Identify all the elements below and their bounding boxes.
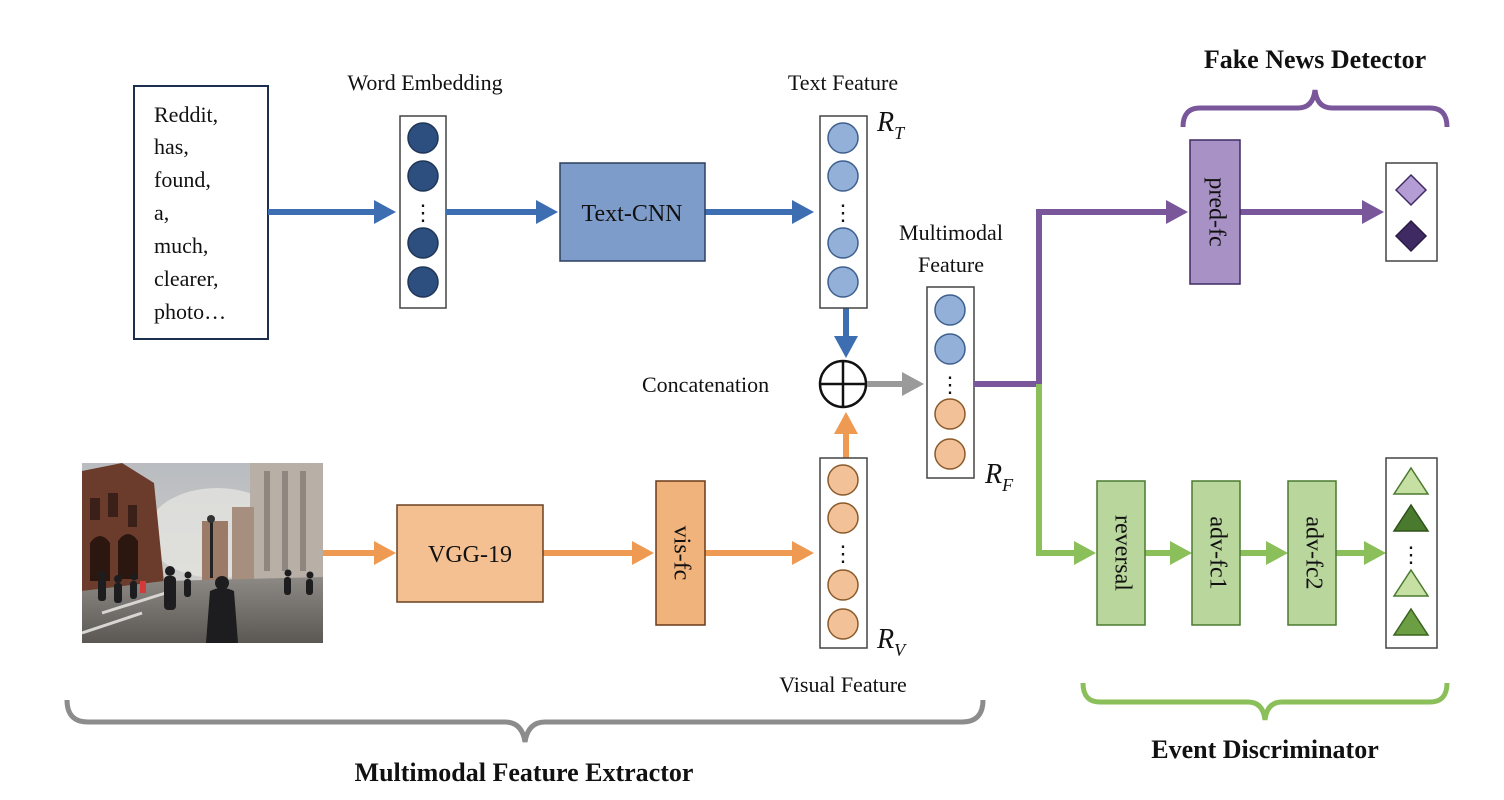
- output-diamond-dark: [1394, 219, 1428, 253]
- fake-news-detector-title: Fake News Detector: [1204, 45, 1426, 74]
- text-feature-node: [827, 266, 859, 298]
- input-image: [82, 463, 323, 643]
- ellipsis: ⋮: [939, 372, 961, 397]
- input-word: has,: [154, 134, 189, 159]
- output-diamond-light: [1394, 173, 1428, 207]
- r-f-symbol: RF: [984, 459, 1014, 495]
- multimodal-feature-node: [934, 294, 966, 326]
- vis-fc-label: vis-fc: [668, 526, 694, 581]
- output-triangle-dark: [1392, 503, 1430, 532]
- feature-extractor-brace: [64, 699, 986, 743]
- word-embedding-vector: ⋮: [399, 115, 447, 309]
- ellipsis: ⋮: [832, 200, 854, 225]
- reversal-block: reversal: [1096, 480, 1146, 626]
- event-discriminator-title: Event Discriminator: [1151, 735, 1378, 764]
- visual-path-arrows: [323, 412, 858, 565]
- multimodal-feature-vector: ⋮: [926, 286, 975, 479]
- multimodal-feature-label-1: Multimodal: [899, 220, 1003, 245]
- text-feature-node: [827, 160, 859, 192]
- visual-feature-node: [827, 502, 859, 534]
- detector-path: [974, 200, 1384, 387]
- input-word: found,: [154, 167, 211, 192]
- input-word: photo…: [154, 299, 226, 324]
- pred-fc-label: pred-fc: [1203, 177, 1229, 246]
- multimodal-feature-label-2: Feature: [918, 252, 984, 277]
- text-cnn-block: Text-CNN: [559, 162, 706, 262]
- adv-fc1-label: adv-fc1: [1204, 516, 1230, 589]
- text-feature-node: [827, 122, 859, 154]
- concat-output-arrow: [867, 372, 924, 396]
- visual-feature-node: [827, 608, 859, 640]
- vgg19-block: VGG-19: [396, 504, 544, 603]
- input-text-box: Reddit, has, found, a, much, clearer, ph…: [133, 85, 269, 340]
- output-triangle-light: [1392, 568, 1430, 597]
- ellipsis: ⋮: [1400, 542, 1422, 567]
- input-word: clearer,: [154, 266, 218, 291]
- visual-feature-label: Visual Feature: [779, 672, 907, 697]
- input-word: a,: [154, 200, 169, 225]
- text-path-arrows: [268, 200, 858, 358]
- detector-output-vector: [1385, 162, 1438, 262]
- concatenation-operator: [818, 359, 868, 409]
- discriminator-path: [1036, 384, 1386, 565]
- embedding-node: [407, 160, 439, 192]
- word-embedding-label: Word Embedding: [347, 70, 502, 95]
- input-word: Reddit,: [154, 102, 218, 127]
- discriminator-output-vector: ⋮: [1385, 457, 1438, 649]
- adv-fc2-block: adv-fc2: [1287, 480, 1337, 626]
- text-feature-label: Text Feature: [788, 70, 898, 95]
- embedding-node: [407, 122, 439, 154]
- adv-fc2-label: adv-fc2: [1300, 516, 1326, 589]
- visual-feature-vector: ⋮: [819, 457, 868, 649]
- r-t-symbol: RT: [876, 107, 906, 143]
- output-triangle-mid: [1392, 607, 1430, 636]
- text-feature-vector: ⋮: [819, 115, 868, 309]
- r-v-symbol: RV: [876, 624, 907, 660]
- visual-feature-node: [827, 464, 859, 496]
- feature-extractor-title: Multimodal Feature Extractor: [355, 758, 694, 787]
- adv-fc1-block: adv-fc1: [1191, 480, 1241, 626]
- visual-feature-node: [827, 569, 859, 601]
- ellipsis: ⋮: [832, 541, 854, 566]
- embedding-node: [407, 266, 439, 298]
- reversal-label: reversal: [1109, 515, 1135, 591]
- multimodal-feature-node: [934, 438, 966, 470]
- text-feature-node: [827, 227, 859, 259]
- fake-news-detector-brace: [1180, 89, 1450, 128]
- ellipsis: ⋮: [412, 200, 434, 225]
- street-scene-photo: [82, 463, 323, 643]
- vis-fc-block: vis-fc: [655, 480, 706, 626]
- input-word: much,: [154, 233, 208, 258]
- output-triangle-light: [1392, 466, 1430, 495]
- multimodal-feature-node: [934, 398, 966, 430]
- concatenation-label: Concatenation: [642, 372, 769, 397]
- pred-fc-block: pred-fc: [1189, 139, 1241, 285]
- embedding-node: [407, 227, 439, 259]
- text-cnn-label: Text-CNN: [582, 201, 683, 227]
- event-discriminator-brace: [1080, 682, 1450, 721]
- multimodal-feature-node: [934, 333, 966, 365]
- vgg19-label: VGG-19: [428, 542, 512, 568]
